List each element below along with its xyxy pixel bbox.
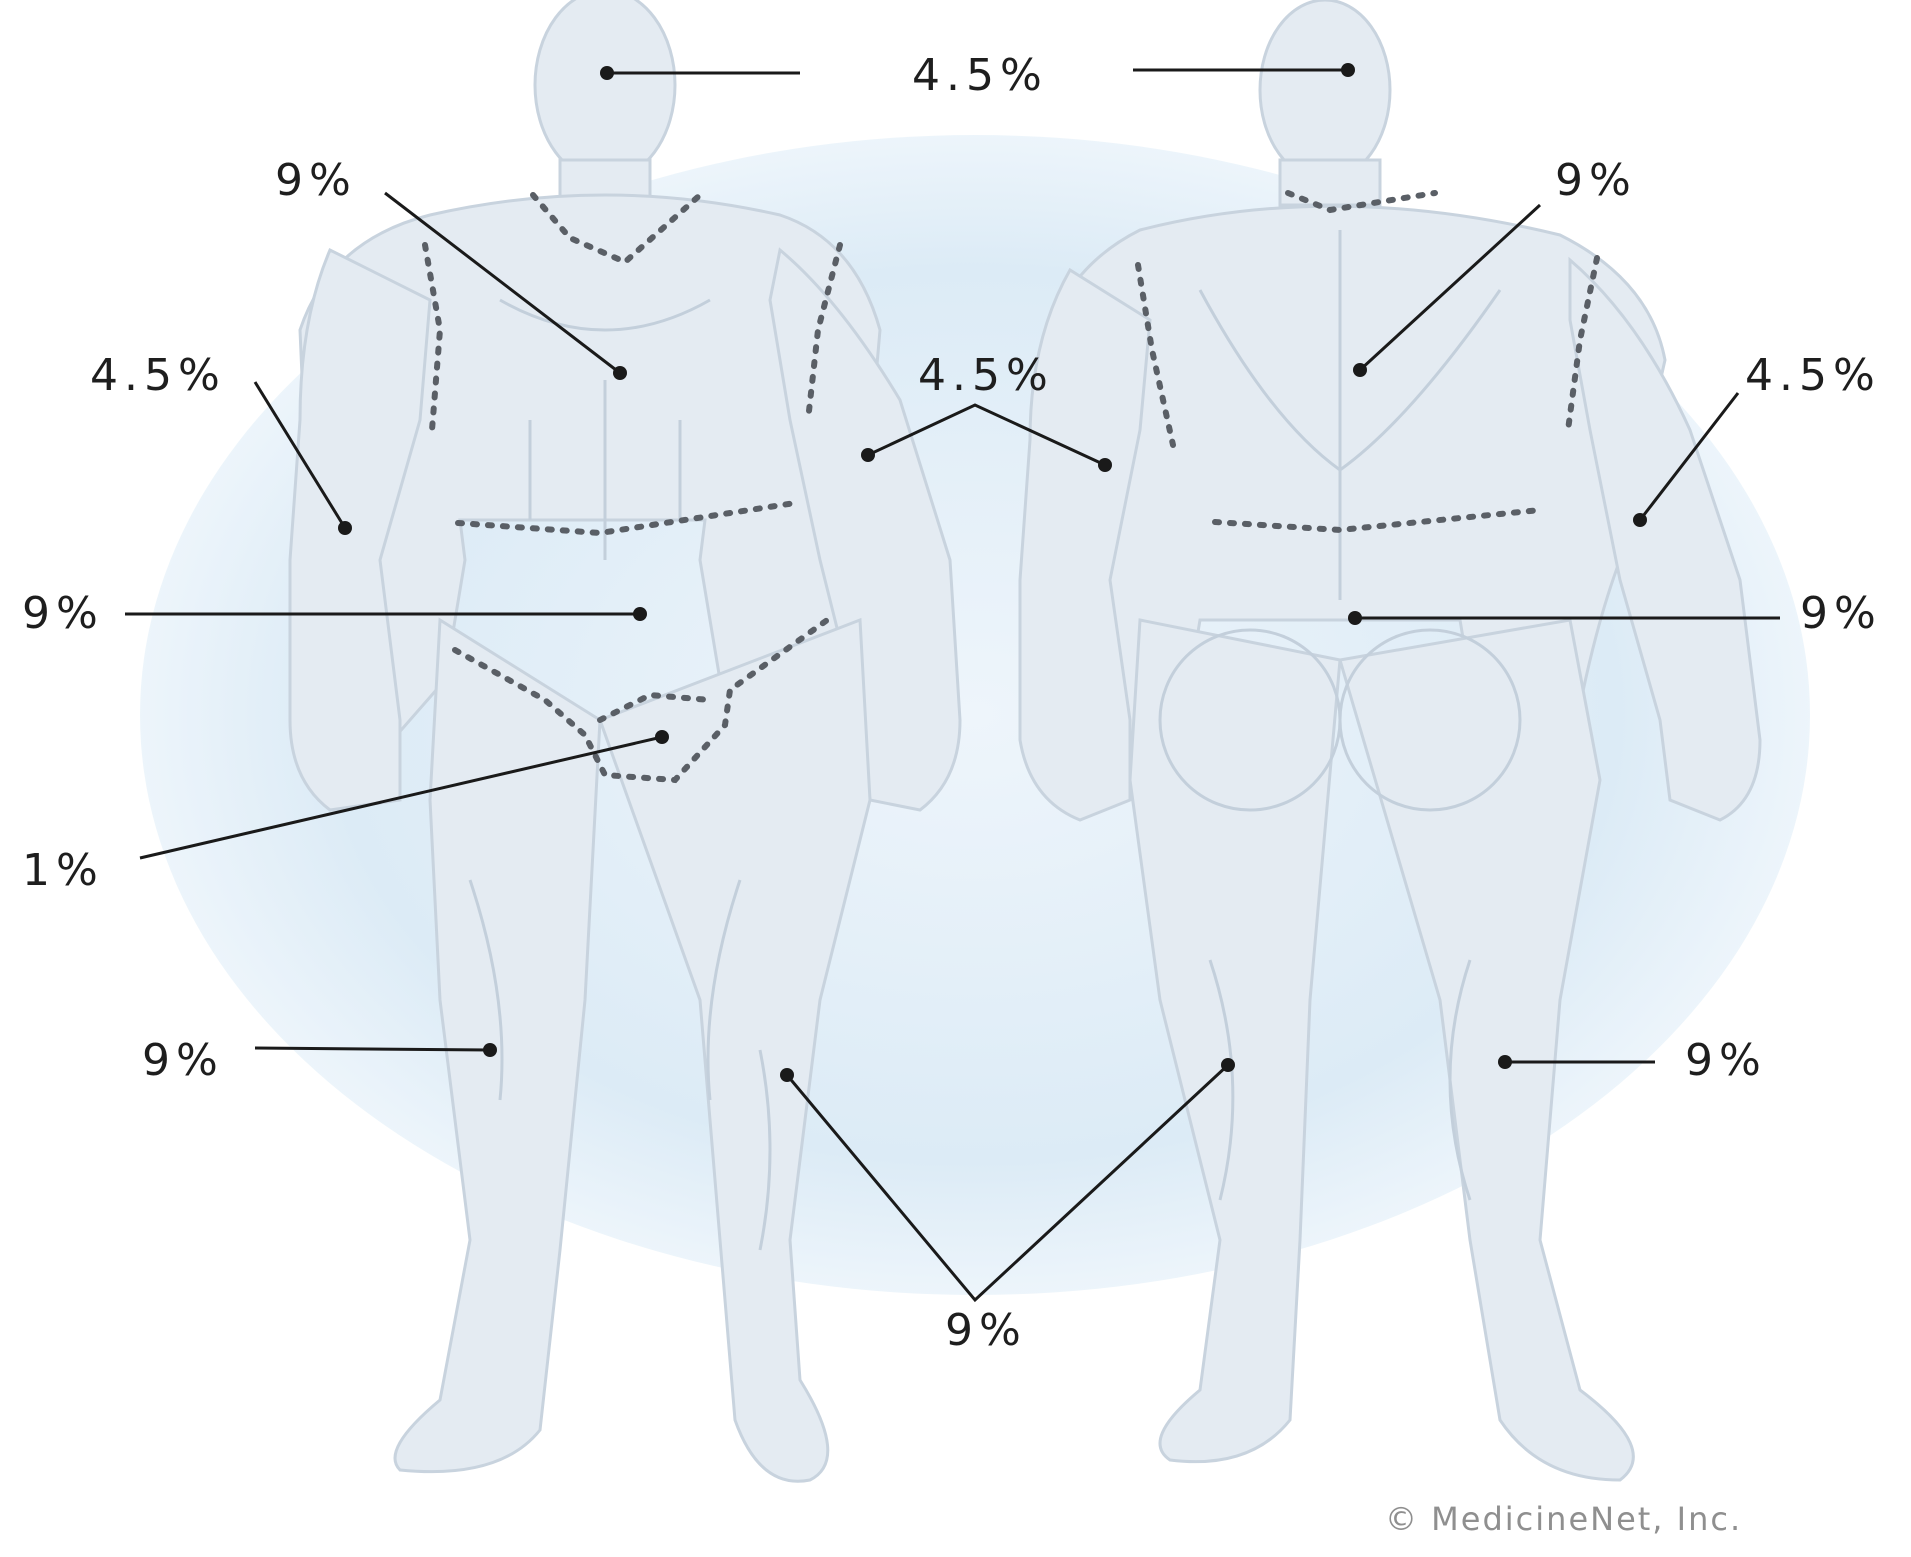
label-back-thigh: 9% [1685,1035,1767,1086]
copyright-text: © MedicineNet, Inc. [1385,1500,1742,1538]
label-lower-back: 9% [1800,588,1882,639]
leader-lines [125,63,1780,1303]
label-lower-legs: 9% [945,1305,1027,1356]
label-arms-center: 4.5% [918,350,1054,401]
region-boundaries [422,190,1600,784]
label-back-torso: 9% [1555,155,1637,206]
label-genitals: 1% [22,845,104,896]
front-figure [288,0,962,1483]
label-left-arm-back: 4.5% [1745,350,1881,401]
percentage-labels: 4.5% 9% 9% 4.5% 4.5% 4.5% 9% 9% 1% 9% 9%… [22,50,1882,1356]
label-front-thigh: 9% [142,1035,224,1086]
back-figure [1018,0,1762,1482]
label-head: 4.5% [912,50,1048,101]
label-front-torso: 9% [275,155,357,206]
label-right-arm-front: 4.5% [90,350,226,401]
label-abdomen-front: 9% [22,588,104,639]
